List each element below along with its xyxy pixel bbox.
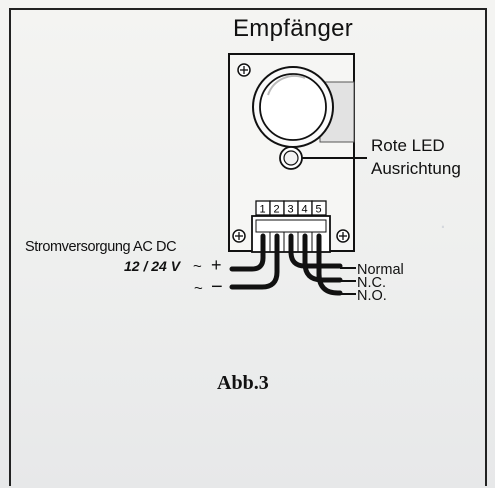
led-label-line1: Rote LED [371,136,445,155]
screw-top-left [237,63,251,77]
diagram-title: Empfänger [233,15,354,42]
ac-symbol: ~ [194,280,203,297]
plus-symbol: + [211,255,222,275]
red-led [279,146,303,170]
receiver-lens [252,66,334,148]
output-leads [340,267,356,295]
screw-bottom-right [336,229,350,243]
power-supply-label: Stromversorgung AC DC [25,239,177,255]
figure-caption: Abb.3 [217,372,269,394]
terminal-number: 2 [274,204,280,216]
output-label-nc: N.C. [357,275,386,291]
voltage-label: 12 / 24 V [124,258,181,274]
terminal-number: 4 [302,204,308,216]
power-wires [229,233,280,290]
output-label-no: N.O. [357,288,387,304]
output-wires [288,233,343,296]
led-label-line2: Ausrichtung [371,159,461,178]
bleed-through-text: . [440,210,446,233]
minus-symbol: − [211,276,223,298]
screw-bottom-left [232,229,246,243]
terminal-number: 1 [260,204,266,216]
terminal-number: 3 [288,204,294,216]
figure-frame [9,8,487,486]
output-label-normal: Normal [357,262,404,278]
ac-symbol: ~ [193,258,202,275]
terminal-number: 5 [316,204,322,216]
